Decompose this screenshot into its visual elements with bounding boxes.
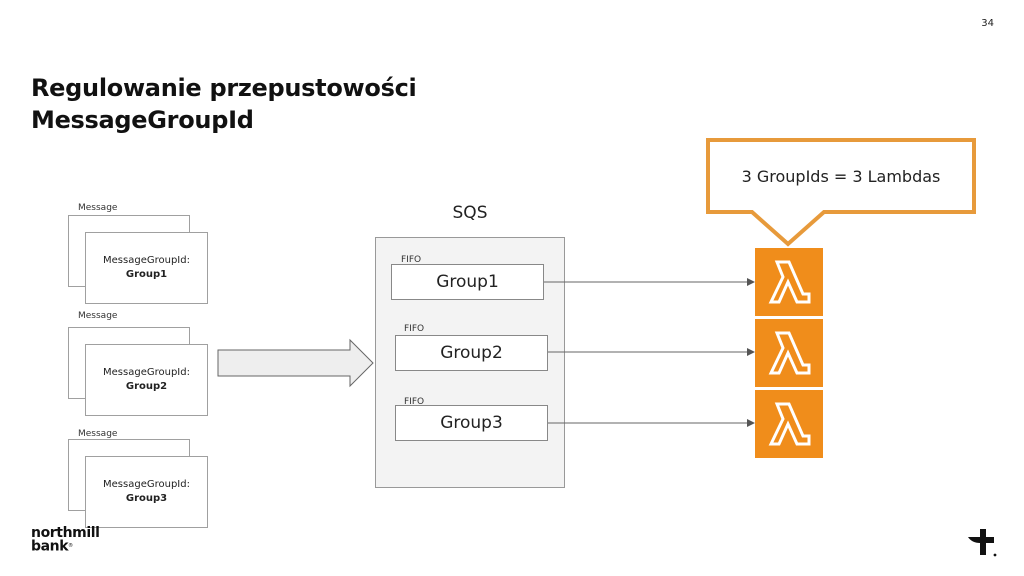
slide-title-line-2: MessageGroupId (31, 106, 254, 134)
message-group-value: Group3 (125, 493, 168, 504)
message-group-key: MessageGroupId: (103, 479, 190, 490)
message-group-value: Group2 (125, 381, 168, 392)
message-group-key: MessageGroupId: (103, 367, 190, 378)
message-group-key: MessageGroupId: (103, 255, 190, 266)
fifo-label: FIFO (401, 255, 422, 265)
fifo-label: FIFO (404, 397, 425, 407)
queue-group1: Group1 (391, 264, 544, 300)
fifo-label: FIFO (404, 324, 425, 334)
slide-title: Regulowanie przepustowości MessageGroupI… (31, 72, 417, 136)
message-card: MessageGroupId: Group2 (85, 344, 208, 416)
queue-group2: Group2 (395, 335, 548, 371)
brand-line-2: bank (31, 538, 69, 555)
message-label: Message (78, 203, 118, 213)
page-number: 34 (981, 18, 994, 29)
slide-title-line-1: Regulowanie przepustowości (31, 74, 417, 102)
brand-mark-icon (968, 529, 997, 557)
callout-bubble (706, 138, 976, 247)
sqs-title: SQS (452, 203, 488, 223)
message-group-value: Group1 (125, 269, 168, 280)
lambda-icon (755, 248, 823, 316)
callout-text: 3 GroupIds = 3 Lambdas (741, 166, 941, 186)
message-label: Message (78, 311, 118, 321)
flow-arrow-icon (217, 338, 374, 388)
message-card: MessageGroupId: Group1 (85, 232, 208, 304)
brand-line-1: northmill (31, 525, 100, 541)
message-card: MessageGroupId: Group3 (85, 456, 208, 528)
brand-logo: northmill bank® (31, 525, 100, 555)
message-label: Message (78, 429, 118, 439)
lambda-icon (755, 390, 823, 458)
registered-mark-icon: ® (68, 543, 73, 549)
lambda-icon (755, 319, 823, 387)
queue-group3: Group3 (395, 405, 548, 441)
